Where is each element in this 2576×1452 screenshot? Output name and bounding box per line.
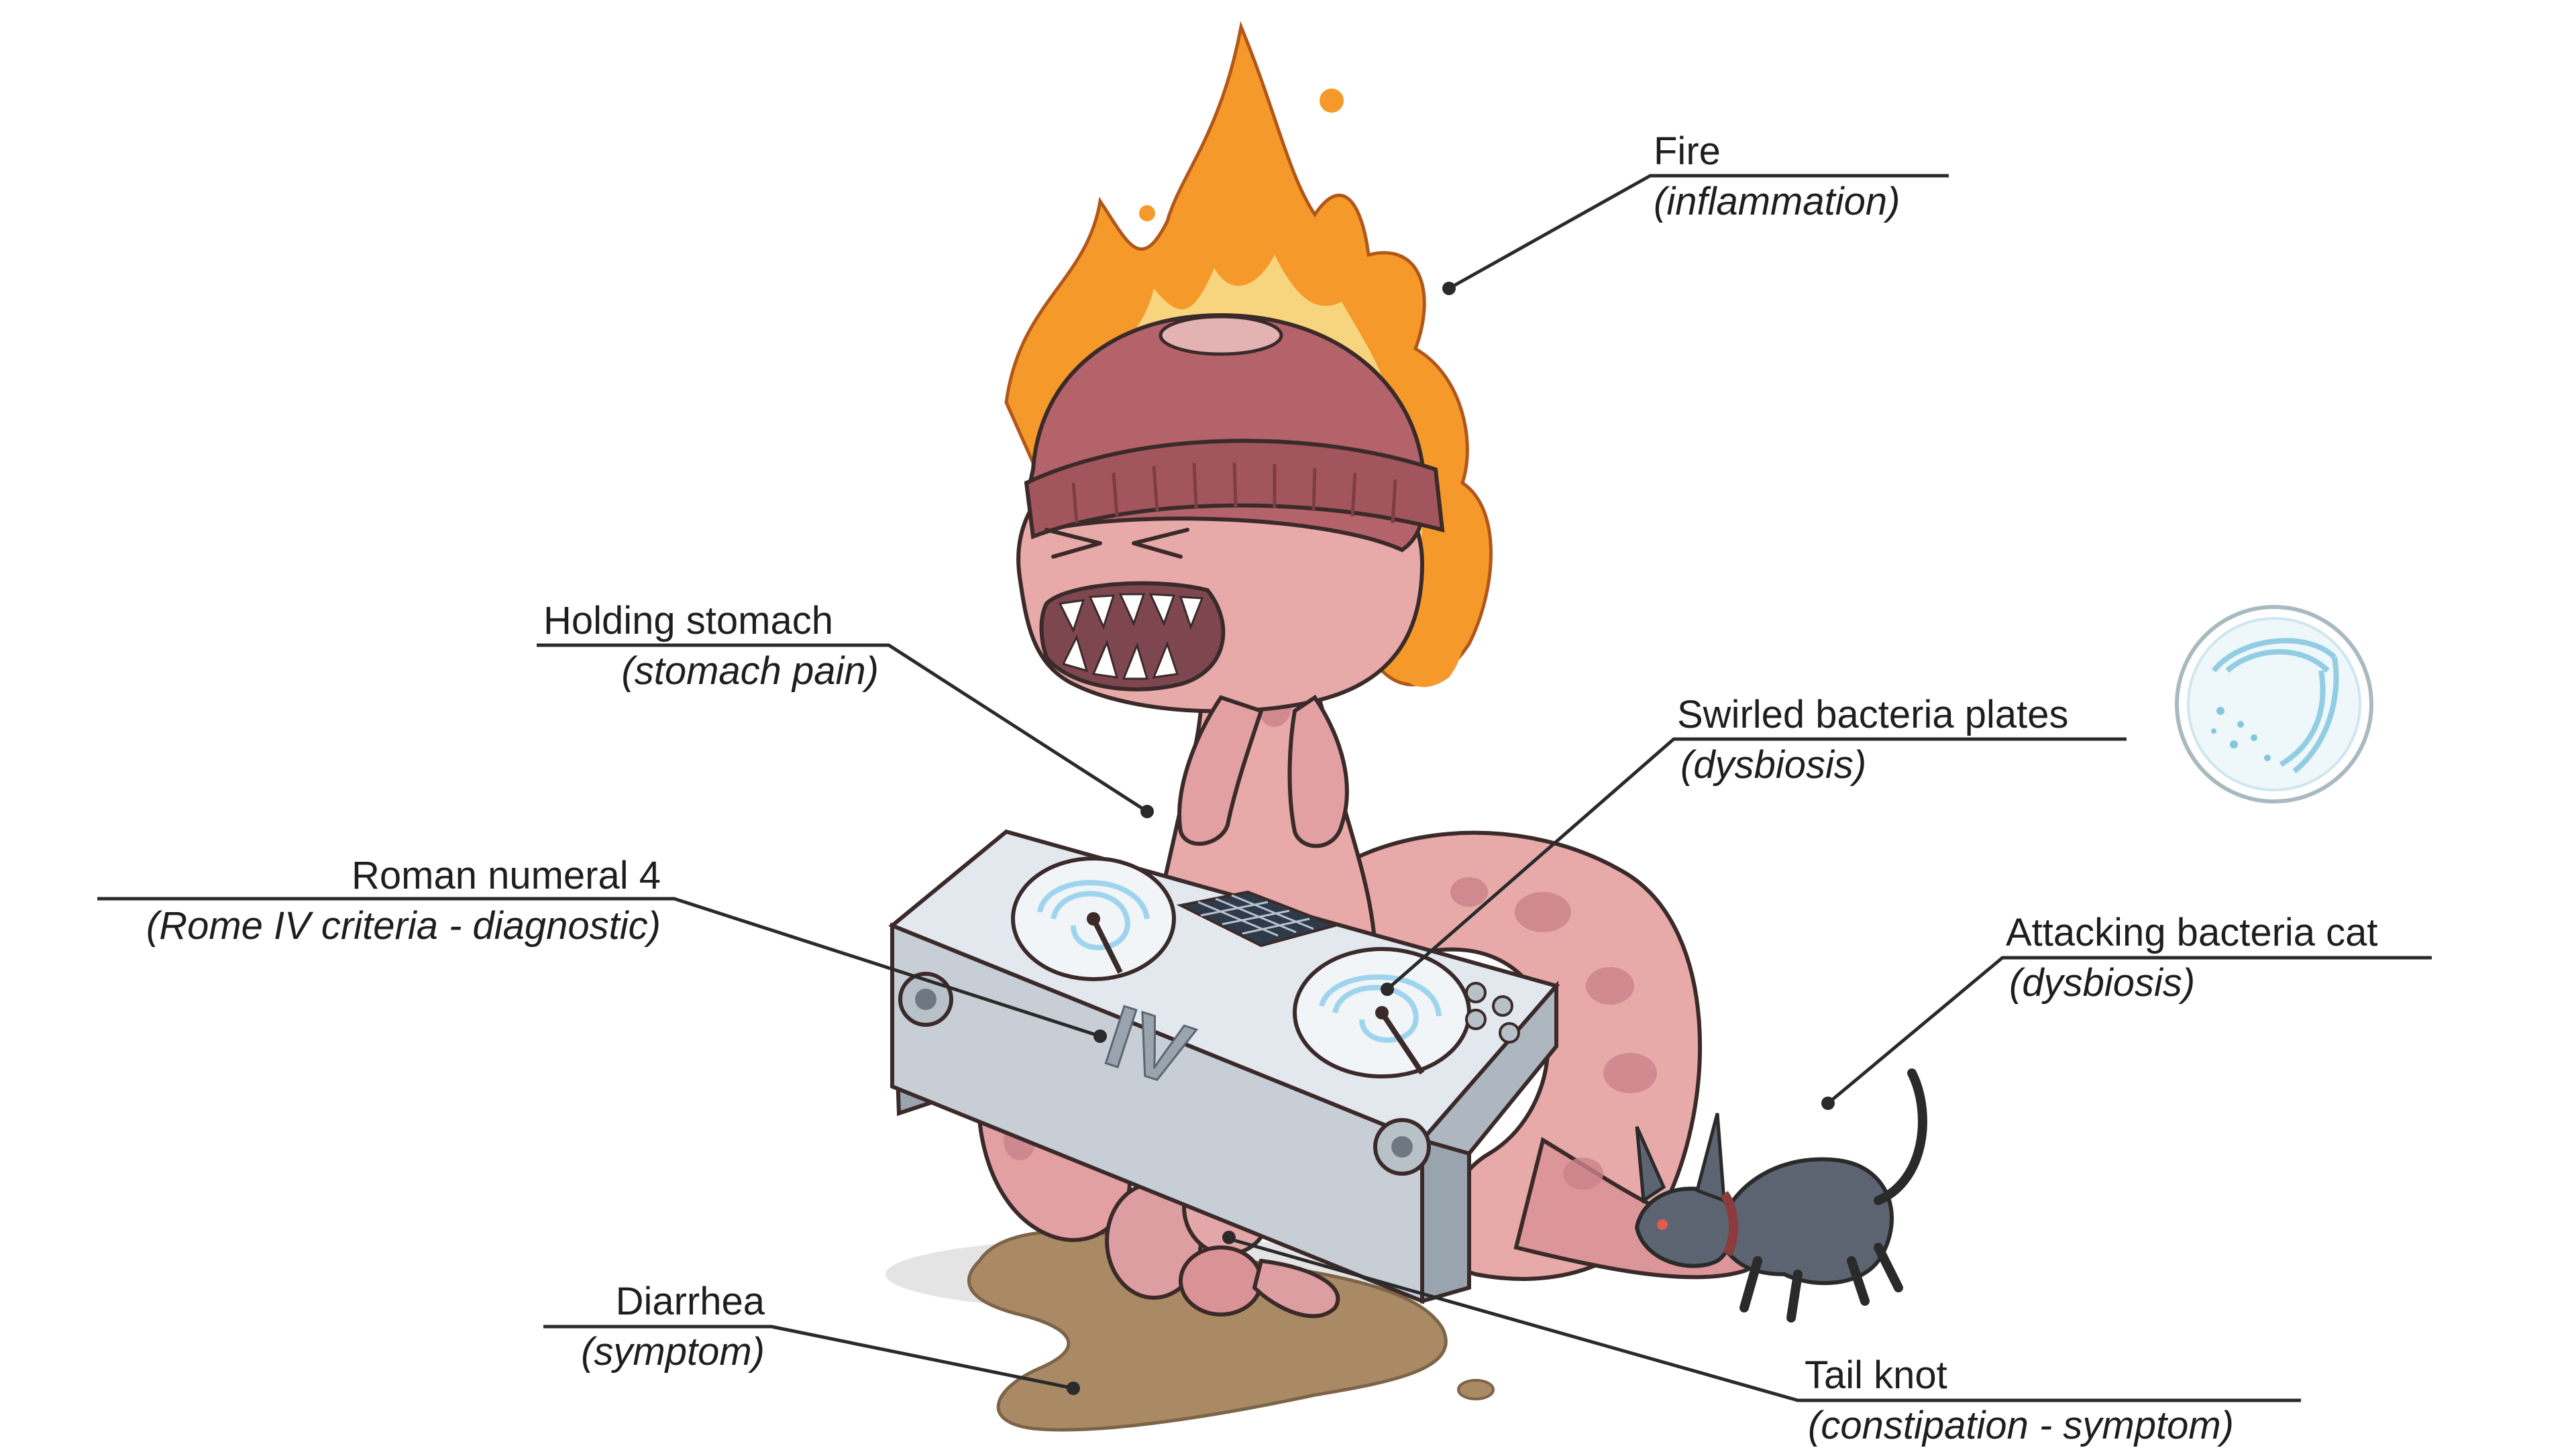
callout-fire-subtitle: (inflammation) — [1654, 180, 1900, 223]
callout-diarrhea-subtitle: (symptom) — [581, 1330, 765, 1374]
callout-tail-knot-subtitle: (constipation - symptom) — [1808, 1404, 2234, 1447]
bacteria-cat — [1634, 1068, 1927, 1323]
worm-arms — [1177, 694, 1349, 848]
callout-roman-numeral-subtitle: (Rome IV criteria - diagnostic) — [146, 904, 661, 948]
callout-tail-knot-title: Tail knot — [1805, 1353, 1947, 1397]
callout-holding-stomach: Holding stomach (stomach pain) — [537, 599, 1154, 818]
callout-attacking-cat-title: Attacking bacteria cat — [2006, 911, 2378, 954]
open-mouth — [1039, 581, 1226, 691]
callout-holding-stomach-subtitle: (stomach pain) — [621, 649, 879, 693]
callout-fire: Fire (inflammation) — [1442, 129, 1949, 295]
callout-swirled-plates-title: Swirled bacteria plates — [1677, 693, 2069, 736]
dj-deck: IV — [888, 829, 1560, 1304]
callout-fire-title: Fire — [1654, 129, 1721, 173]
callout-swirled-plates: Swirled bacteria plates (dysbiosis) — [1381, 693, 2127, 996]
callout-diarrhea: Diarrhea (symptom) — [543, 1280, 1080, 1395]
worm-head — [1004, 21, 1493, 714]
deck-pad-grid — [1176, 890, 1340, 948]
callout-swirled-plates-subtitle: (dysbiosis) — [1680, 743, 1866, 787]
callout-roman-numeral-title: Roman numeral 4 — [352, 854, 661, 897]
callout-holding-stomach-title: Holding stomach — [543, 599, 833, 643]
callout-roman-numeral: Roman numeral 4 (Rome IV criteria - diag… — [97, 854, 1107, 1043]
callout-diarrhea-title: Diarrhea — [616, 1280, 765, 1323]
beanie-hat — [1024, 313, 1445, 553]
callout-attacking-cat: Attacking bacteria cat (dysbiosis) — [1821, 911, 2432, 1110]
callout-attacking-cat-subtitle: (dysbiosis) — [2009, 961, 2195, 1005]
callout-tail-knot: Tail knot (constipation - symptom) — [1229, 1237, 2301, 1447]
petri-dish — [2175, 605, 2373, 803]
